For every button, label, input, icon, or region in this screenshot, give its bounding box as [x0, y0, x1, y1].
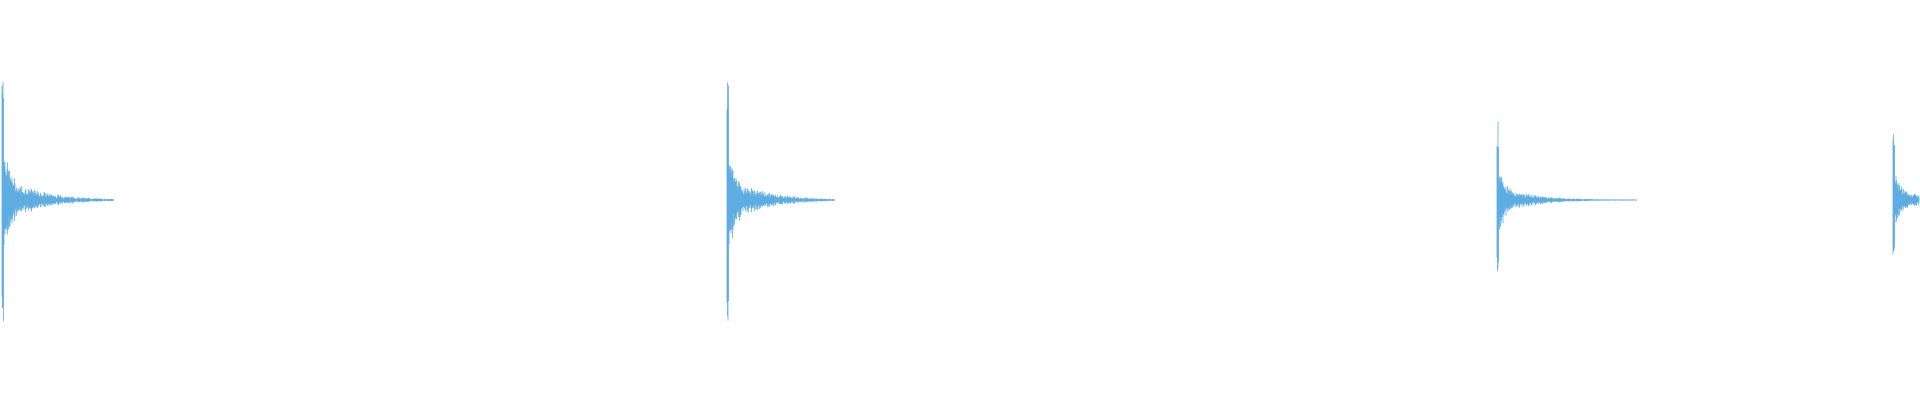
waveform-transient-2	[726, 82, 835, 321]
waveform-samples	[1496, 121, 1637, 272]
waveform-transient-4	[1892, 133, 1920, 255]
waveform-transient-3	[1496, 121, 1637, 272]
waveform-samples	[1892, 133, 1920, 255]
waveform-samples	[726, 82, 835, 321]
waveform-transient-1	[1, 81, 114, 322]
waveform-samples	[1, 81, 114, 322]
